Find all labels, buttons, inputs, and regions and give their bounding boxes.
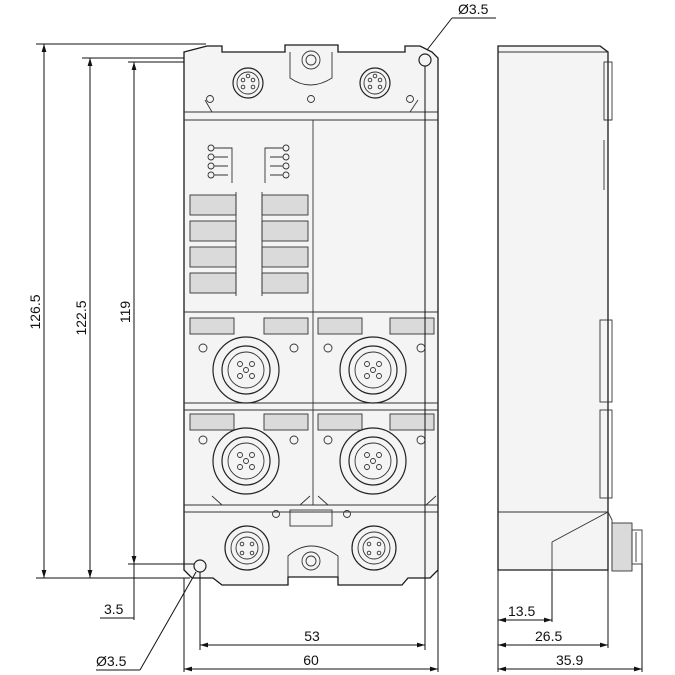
connector-m8-bottom-right-icon bbox=[351, 525, 397, 571]
label-height-mid: 122.5 bbox=[73, 300, 89, 335]
label-hole-top: Ø3.5 bbox=[458, 1, 489, 17]
label-slots bbox=[189, 192, 309, 296]
connector-m8-top-left-icon bbox=[232, 67, 264, 99]
label-width-overall: 60 bbox=[303, 652, 319, 668]
small-hole-icon bbox=[206, 95, 214, 103]
connector-label-tabs bbox=[189, 317, 435, 431]
housing-outline bbox=[183, 44, 439, 586]
label-width-holes: 53 bbox=[304, 628, 320, 644]
led-indicators-icon bbox=[207, 144, 290, 183]
front-view bbox=[183, 44, 439, 586]
connector-m12-2-icon bbox=[339, 336, 407, 404]
label-hole-bottom: Ø3.5 bbox=[96, 653, 127, 669]
label-height-overall: 126.5 bbox=[27, 294, 43, 329]
connector-m12-1-icon bbox=[212, 336, 280, 404]
label-side-b: 26.5 bbox=[535, 628, 562, 644]
label-side-c: 35.9 bbox=[556, 652, 583, 668]
connector-m12-3-icon bbox=[212, 427, 280, 495]
connector-m8-top-right-icon bbox=[359, 67, 391, 99]
connector-m8-bottom-left-icon bbox=[224, 525, 270, 571]
side-view bbox=[497, 45, 643, 572]
label-side-a: 13.5 bbox=[508, 603, 535, 619]
connector-m12-4-icon bbox=[339, 427, 407, 495]
dimension-lines bbox=[36, 17, 643, 672]
label-offset-bottom: 3.5 bbox=[104, 601, 124, 617]
side-connector-plug-icon bbox=[611, 522, 633, 572]
label-height-inner: 119 bbox=[117, 301, 133, 324]
bottom-label-slot bbox=[289, 509, 333, 527]
